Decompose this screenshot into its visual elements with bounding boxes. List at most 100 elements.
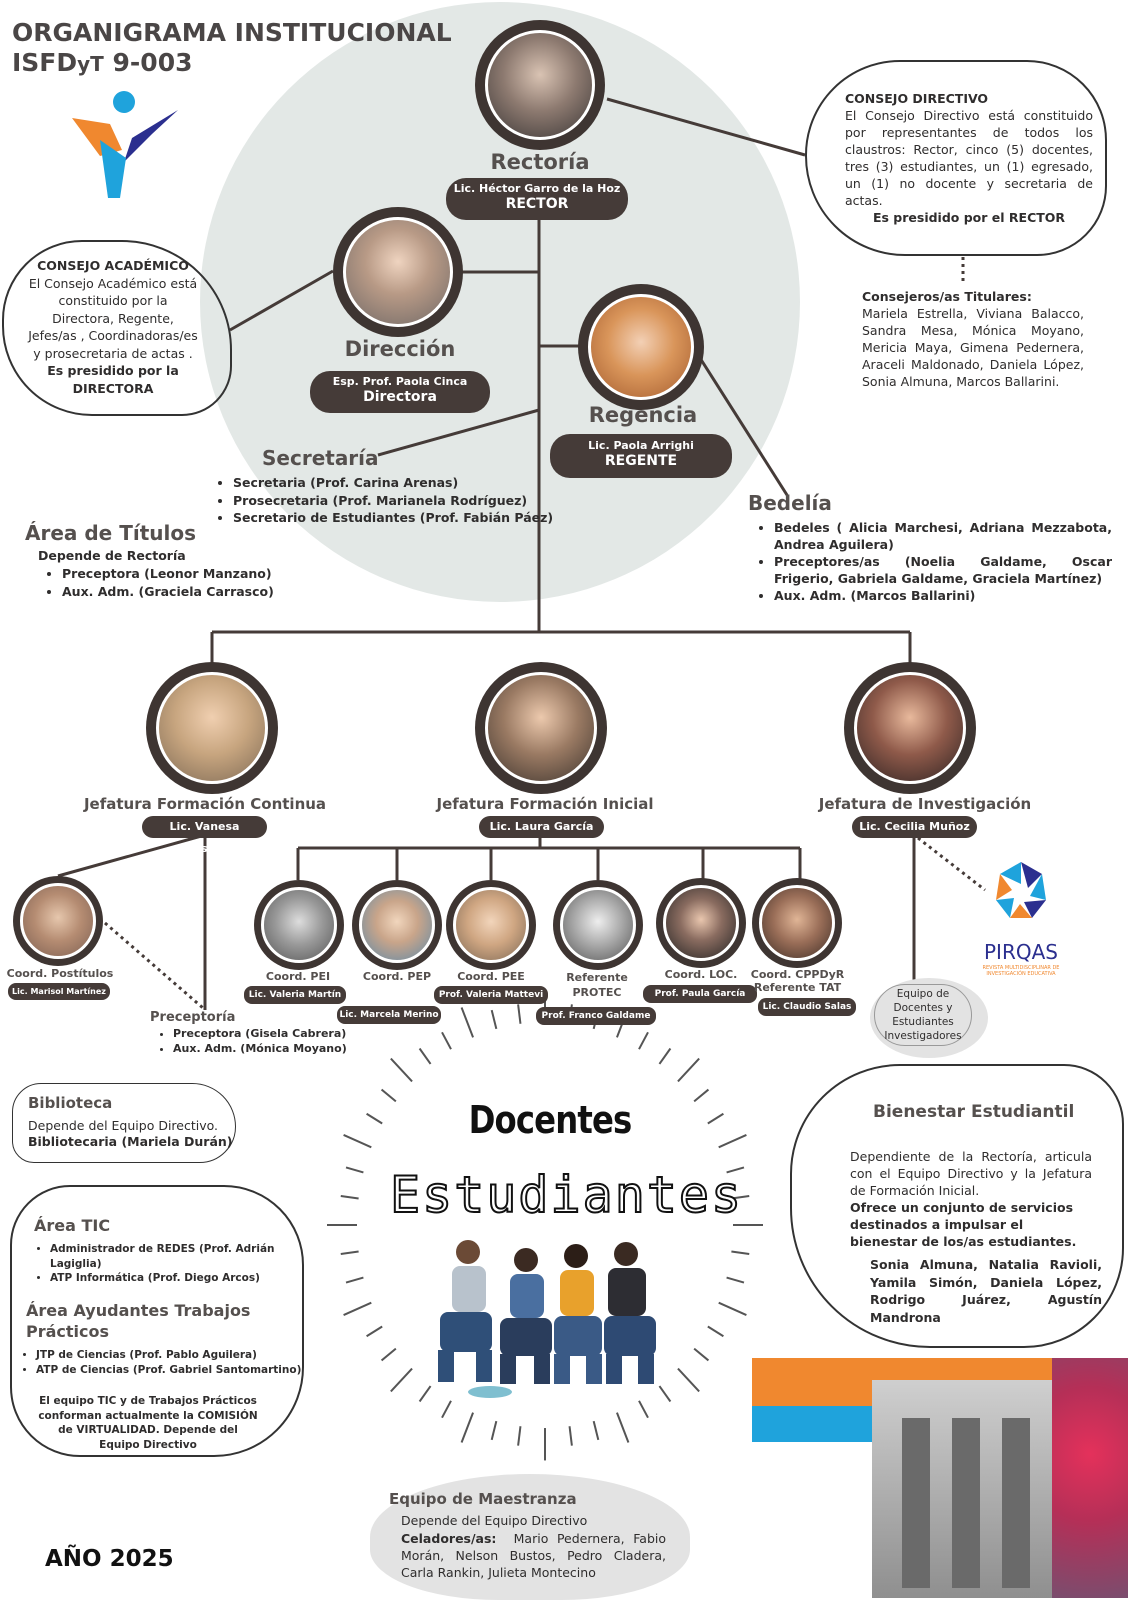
bedelia-title: Bedelía: [748, 491, 832, 515]
coord-loc-title: Coord. LOC.: [664, 968, 738, 981]
coord-cppdyr-photo: [752, 878, 842, 968]
starburst-ray: [638, 1031, 649, 1050]
rector-name: Lic. Héctor Garro de la Hoz: [453, 182, 621, 195]
biblioteca-box: [12, 1083, 236, 1163]
starburst-ray: [490, 1420, 498, 1441]
bienestar-bold: Ofrece un conjunto de servicios destinad…: [850, 1200, 1077, 1249]
coord-pep-title: Coord. PEP: [362, 970, 432, 983]
docentes-label: Docentes: [468, 1098, 633, 1142]
list-item: Prosecretaria (Prof. Marianela Rodríguez…: [233, 492, 563, 510]
jefatura-inicial-pill: Lic. Laura García: [479, 816, 604, 838]
starburst-ray: [380, 1347, 397, 1362]
coord-cppdyr-title1: Coord. CPPDyR: [750, 968, 845, 981]
list-item: JTP de Ciencias (Prof. Pablo Aguilera): [36, 1348, 316, 1363]
coord-pep-photo: [352, 880, 442, 970]
starburst-ray: [726, 1276, 745, 1284]
biblioteca-title: Biblioteca: [28, 1094, 113, 1112]
starburst-ray: [707, 1325, 724, 1338]
jefatura-investigacion-title: Jefatura de Investigación: [818, 795, 1032, 813]
starburst-ray: [418, 1047, 432, 1065]
maestranza-sub: Depende del Equipo Directivo: [401, 1513, 588, 1528]
consejo-directivo-text: El Consejo Directivo está constituido po…: [845, 108, 1093, 208]
referente-protec-photo: [553, 880, 643, 970]
coord-pei-title: Coord. PEI: [265, 970, 331, 983]
jefatura-continua-title: Jefatura Formación Continua: [83, 795, 327, 813]
students-illustration: [438, 1240, 656, 1398]
pirqas-name: PIRQAS: [984, 940, 1058, 964]
starburst-ray: [366, 1112, 383, 1125]
starburst-ray: [441, 1400, 452, 1419]
starburst-ray: [707, 1112, 724, 1125]
starburst-ray: [592, 1420, 600, 1441]
referente-protec-title: Referente PROTEC: [566, 971, 628, 999]
list-item: ATP de Ciencias (Prof. Gabriel Santomart…: [36, 1363, 316, 1378]
biblioteca-item: Bibliotecaria (Mariela Durán): [28, 1134, 233, 1149]
starburst-ray: [517, 1004, 522, 1024]
bienestar-members: Sonia Almuna, Natalia Ravioli, Yamila Si…: [870, 1257, 1102, 1325]
bienestar-content: Dependiente de la Rectoría, articula con…: [850, 1148, 1092, 1250]
coord-cppdyr-title: Coord. CPPDyR Referente TAT: [740, 968, 855, 994]
directora-name: Esp. Prof. Paola Cinca: [332, 375, 468, 388]
jefatura-investigacion-photo: [844, 662, 976, 794]
rector-photo: [475, 20, 605, 150]
starburst-ray: [677, 1367, 700, 1393]
secretaria-title: Secretaría: [262, 446, 379, 470]
referente-protec-pill: Prof. Franco Galdame: [536, 1007, 656, 1025]
starburst-ray: [366, 1325, 383, 1338]
estudiantes-label: Estudiantes: [389, 1165, 744, 1225]
coord-pee-title: Coord. PEE: [457, 970, 525, 983]
title-line2: ISFDyT 9-003: [12, 48, 193, 77]
bedelia-list: Bedeles ( Alicia Marchesi, Adriana Mezza…: [754, 519, 1112, 604]
maestranza-names: Celadores/as: Mario Pedernera, Fabio Mor…: [401, 1530, 666, 1581]
list-item: Preceptora (Leonor Manzano): [62, 565, 302, 583]
titulos-list: Preceptora (Leonor Manzano) Aux. Adm. (G…: [42, 565, 302, 600]
titulos-sub: Depende de Rectoría: [38, 548, 186, 563]
jefatura-inicial-title: Jefatura Formación Inicial: [436, 795, 654, 813]
list-item: Preceptora (Gisela Cabrera): [173, 1026, 373, 1041]
coord-loc-pill: Prof. Paula García: [643, 985, 757, 1003]
biblioteca-sub: Depende del Equipo Directivo.: [28, 1118, 219, 1133]
coord-pei-photo: [254, 880, 344, 970]
page-title: ORGANIGRAMA INSTITUCIONAL ISFDyT 9-003: [12, 18, 452, 79]
starburst-ray: [340, 1250, 359, 1256]
list-item: Aux. Adm. (Graciela Carrasco): [62, 583, 302, 601]
preceptoria-title: Preceptoría: [150, 1010, 236, 1025]
postitulos-pill: Lic. Marisol Martínez: [8, 983, 110, 1000]
starburst-ray: [343, 1133, 372, 1149]
list-item: ATP Informática (Prof. Diego Arcos): [50, 1271, 300, 1286]
starburst-ray: [460, 1007, 474, 1038]
list-item: Bedeles ( Alicia Marchesi, Adriana Mezza…: [774, 519, 1112, 553]
consejo-academico-footer: Es presidido por la: [47, 363, 179, 378]
consejo-directivo-content: CONSEJO DIRECTIVO El Consejo Directivo e…: [845, 90, 1093, 226]
regencia-title: Regencia: [588, 403, 698, 427]
regente-role: REGENTE: [604, 452, 678, 469]
coord-loc-photo: [656, 878, 746, 968]
list-item: Aux. Adm. (Marcos Ballarini): [774, 587, 1112, 604]
starburst-ray: [693, 1347, 710, 1362]
starburst-ray: [693, 1088, 710, 1103]
maestranza-list: Mario Pedernera, Fabio Morán, Nelson Bus…: [401, 1531, 667, 1580]
starburst-ray: [343, 1301, 372, 1317]
starburst-ray: [380, 1088, 397, 1103]
starburst-ray: [490, 1009, 498, 1030]
consejo-academico-text: El Consejo Académico está constituido po…: [28, 275, 198, 361]
consejeros-titulares: Consejeros/as Titulares: Mariela Estrell…: [862, 288, 1084, 390]
consejo-academico-title: CONSEJO ACADÉMICO: [37, 258, 189, 273]
directora-role: Directora: [363, 388, 437, 405]
starburst-ray: [345, 1276, 364, 1284]
rector-pill: Lic. Héctor Garro de la Hoz RECTOR: [446, 178, 628, 220]
ayudantes-list: JTP de Ciencias (Prof. Pablo Aguilera) A…: [16, 1348, 316, 1377]
rectoria-title: Rectoría: [490, 150, 590, 174]
bienestar-box: [790, 1064, 1124, 1348]
postitulos-photo: [13, 876, 103, 966]
starburst-ray: [390, 1367, 413, 1393]
starburst-ray: [418, 1385, 432, 1403]
building-image: [752, 1358, 1128, 1598]
regente-name: Lic. Paola Arrighi: [588, 439, 694, 452]
tic-note: El equipo TIC y de Trabajos Prácticos co…: [38, 1395, 258, 1451]
direccion-title: Dirección: [344, 337, 456, 361]
title-line1: ORGANIGRAMA INSTITUCIONAL: [12, 18, 452, 47]
coord-pei-pill: Lic. Valeria Martín: [244, 986, 346, 1004]
tic-title: Área TIC: [34, 1216, 111, 1235]
